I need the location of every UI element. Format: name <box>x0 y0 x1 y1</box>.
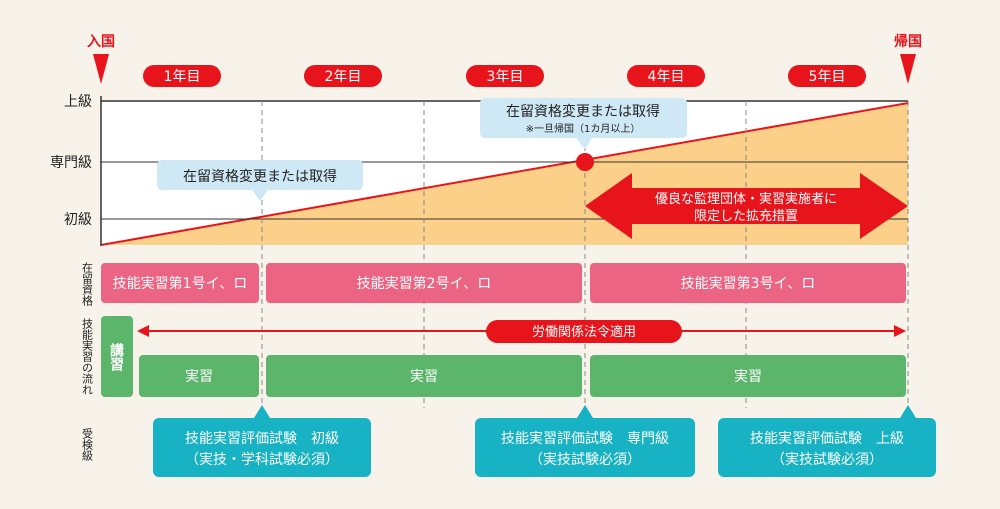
labor-law-pill <box>486 320 682 343</box>
year-label-2: 2年目 <box>325 69 362 85</box>
year-label-4: 4年目 <box>648 69 685 85</box>
status-bar-1-text: 技能実習第1号イ、ロ <box>113 275 248 292</box>
lecture-text: 講習 <box>108 342 124 372</box>
year-pill-1 <box>143 65 221 87</box>
practice-bar-3 <box>590 355 906 397</box>
callout-status-change-2-title: 在留資格変更または取得 <box>506 103 660 120</box>
practice-bar-2-text: 実習 <box>410 369 438 385</box>
year-pill-2 <box>304 65 382 87</box>
exam-box-3-line2: （実技試験必須） <box>771 452 883 468</box>
status-bar-3-text: 技能実習第3号イ、ロ <box>681 275 816 292</box>
year-label-1: 1年目 <box>164 69 201 85</box>
status-bar-2 <box>266 263 582 303</box>
practice-bar-1-text: 実習 <box>185 369 213 385</box>
exam-box-1-line1: 技能実習評価試験 初級 <box>185 430 339 447</box>
practice-bars: 実習 実習 実習 <box>139 355 906 397</box>
year-pill-4 <box>627 65 705 87</box>
practice-bar-3-text: 実習 <box>734 369 762 385</box>
expansion-line1: 優良な監理団体・実習実施者に <box>655 191 837 207</box>
level-label-upper: 上級 <box>64 94 92 110</box>
status-bars: 技能実習第1号イ、ロ 技能実習第2号イ、ロ 技能実習第3号イ、ロ <box>101 263 906 303</box>
practice-bar-2 <box>266 355 582 397</box>
year-pill-5 <box>788 65 866 87</box>
status-bar-1 <box>101 263 259 303</box>
year-pill-3 <box>466 65 544 87</box>
row-label-flow: 技能実習の流れ <box>81 318 94 395</box>
exam-box-2 <box>475 418 695 477</box>
return-marker-icon <box>900 54 916 84</box>
exam-pointer-1-icon <box>254 405 270 418</box>
callout-status-change-1: 在留資格変更または取得 <box>157 160 363 201</box>
exam-box-2-line2: （実技試験必須） <box>529 452 641 468</box>
callout-status-change-2-note: ※一旦帰国（1カ月以上） <box>526 122 641 135</box>
exam-box-2-line1: 技能実習評価試験 専門級 <box>501 431 669 447</box>
return-label: 帰国 <box>894 33 922 50</box>
exam-boxes: 技能実習評価試験 初級 （実技・学科試験必須） 技能実習評価試験 専門級 （実技… <box>153 405 936 477</box>
exam-pointer-3-icon <box>900 405 916 418</box>
level-label-expert: 専門級 <box>50 155 92 171</box>
status-bar-3 <box>590 263 906 303</box>
level-label-basic: 初級 <box>64 211 92 228</box>
callout-status-change-1-text: 在留資格変更または取得 <box>183 168 337 185</box>
skill-growth-line <box>100 102 909 246</box>
exam-box-3-line1: 技能実習評価試験 上級 <box>750 431 904 447</box>
transition-point-icon <box>576 153 594 171</box>
exam-box-1 <box>153 418 371 477</box>
row-label-exam: 受検級 <box>81 428 94 462</box>
row-label-status: 在留資格 <box>81 262 94 307</box>
year-label-3: 3年目 <box>487 69 524 85</box>
labor-law-text: 労働関係法令適用 <box>532 324 636 340</box>
exam-pointer-2-icon <box>577 405 593 418</box>
year-label-5: 5年目 <box>809 69 846 85</box>
entry-label: 入国 <box>87 34 115 50</box>
lecture-box <box>101 316 133 397</box>
exam-box-1-line2: （実技・学科試験必須） <box>185 452 339 468</box>
expansion-arrow: 優良な監理団体・実習実施者に 限定した拡充措置 <box>585 173 908 239</box>
callout-status-change-2: 在留資格変更または取得 ※一旦帰国（1カ月以上） <box>480 98 687 149</box>
entry-marker-icon <box>93 54 109 84</box>
expansion-line2: 限定した拡充措置 <box>694 208 798 224</box>
status-bar-2-text: 技能実習第2号イ、ロ <box>357 275 492 292</box>
year-pills: 1年目 2年目 3年目 4年目 5年目 <box>143 65 866 87</box>
practice-bar-1 <box>139 355 259 397</box>
labor-law-arrow: 労働関係法令適用 <box>137 320 906 343</box>
exam-box-3 <box>718 418 936 477</box>
